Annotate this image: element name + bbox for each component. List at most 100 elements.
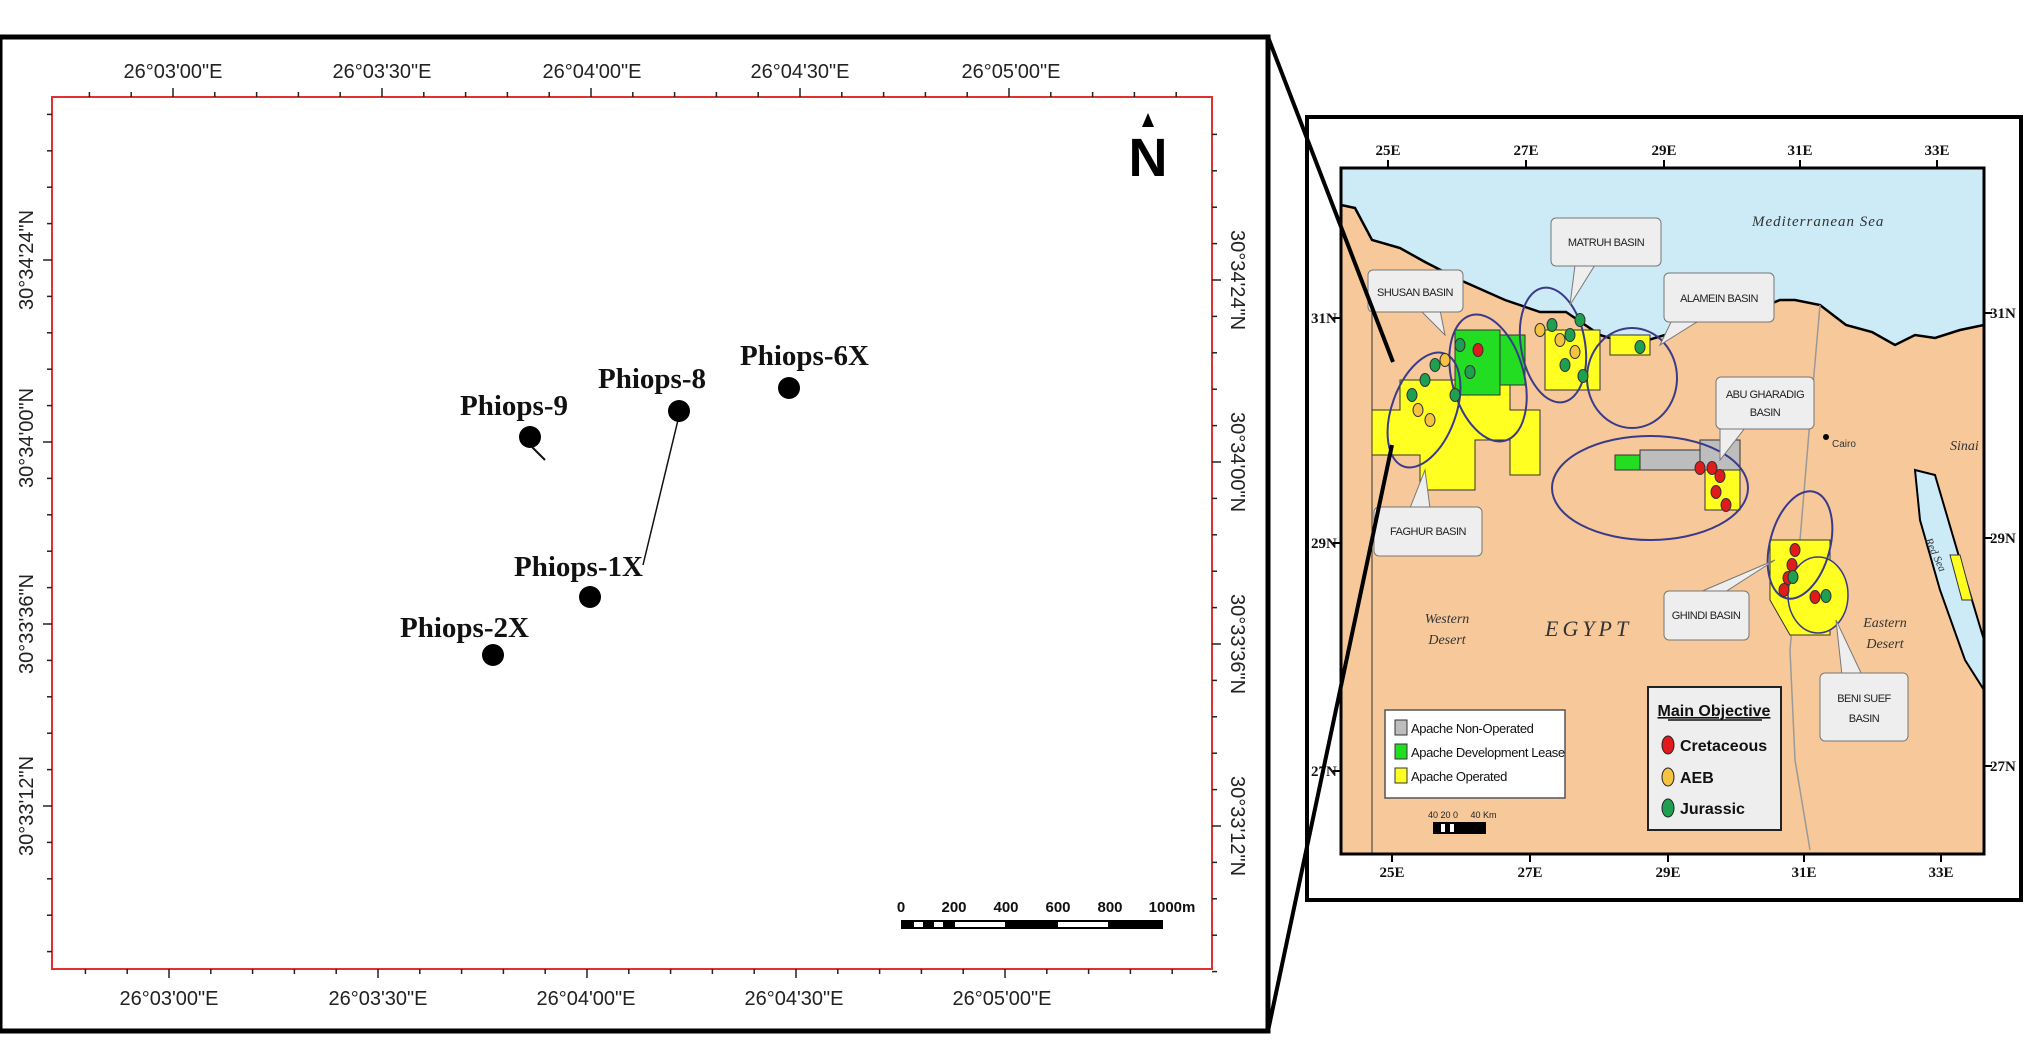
inset-lon-label: 25E [1375,143,1400,159]
inset-well-dot [1569,345,1581,359]
inset-well-dot [1706,461,1718,475]
callout-label: FAGHUR BASIN [1390,526,1466,538]
scale-label: 800 [1097,899,1122,916]
legend-label: Cretaceous [1680,738,1767,755]
inset-well-dot [1454,338,1466,352]
legend-label: AEB [1680,770,1714,787]
legend-swatch [1394,767,1408,784]
well-marker-phiops-1x [579,586,601,608]
region-label: Desert [1865,637,1904,652]
scale-label: 600 [1045,899,1070,916]
inset-lon-label: 33E [1928,865,1953,881]
right-lat-label: 30°34'24"N [1226,230,1248,330]
city-label: Cairo [1832,439,1856,450]
north-arrow-icon: N [1129,113,1168,188]
country-label: EGYPT [1544,616,1632,641]
inset-well-dot [1820,589,1832,603]
inset-well-dot [1778,583,1790,597]
bottom-lon-label: 26°03'30"E [329,988,428,1010]
inset-lon-label: 25E [1379,865,1404,881]
inset-well-dot [1419,373,1431,387]
callout-label: BASIN [1750,407,1781,419]
top-lon-label: 26°03'30"E [333,61,432,83]
legend-label: Apache Non-Operated [1411,721,1534,736]
region-label: Western [1425,612,1470,627]
well-label: Phiops-2X [400,612,529,644]
inset-well-dot [1786,558,1798,572]
inset-lat-label: 29N [1311,536,1337,552]
cairo-marker [1823,434,1829,440]
inset-lat-label: 31N [1990,306,2016,322]
inset-lat-label: 31N [1311,311,1337,327]
inset-well-dot [1809,590,1821,604]
north-arrow-letter: N [1129,128,1168,188]
inset-lat-label: 29N [1990,531,2016,547]
left-lat-label: 30°34'00"N [16,388,38,488]
inset-lon-label: 33E [1924,143,1949,159]
callout-label: ALAMEIN BASIN [1680,293,1758,305]
callout-label: ABU GHARADIG [1726,389,1804,401]
inset-well-dot [1412,403,1424,417]
callout-label: BENI SUEF [1837,693,1891,705]
callout-label: MATRUH BASIN [1568,237,1645,249]
right-lat-label: 30°33'36"N [1226,594,1248,694]
bottom-lon-label: 26°04'30"E [745,988,844,1010]
callout-faghur-basin: FAGHUR BASIN [1373,468,1483,557]
zoom-connector-line [1266,444,1394,1032]
well-label: Phiops-9 [460,390,568,422]
callout-matruh-basin: MATRUH BASIN [1550,217,1662,306]
well-marker-phiops-9 [519,426,541,448]
well-trajectory [642,419,679,566]
inset-well-dot [1720,498,1732,512]
inset-well-dot [1449,388,1461,402]
callout-label: BASIN [1849,713,1880,725]
callout-label: SHUSAN BASIN [1377,287,1453,299]
inset-lon-label: 27E [1517,865,1542,881]
inset-well-dot [1564,328,1576,342]
inset-map-frame [1339,166,1986,856]
scale-label: 40 20 0 40 Km [1428,810,1497,820]
region-label: Eastern [1862,616,1907,631]
inset-well-dots [1406,313,1832,604]
inset-well-dot [1406,388,1418,402]
well-marker-phiops-6x [778,377,800,399]
inset-well-dot [1694,461,1706,475]
legend-label: Jurassic [1680,801,1745,818]
inset-well-dot [1634,340,1646,354]
region-label: Desert [1427,633,1466,648]
left-lat-label: 30°34'24"N [16,210,38,310]
scale-label: 200 [941,899,966,916]
top-lon-label: 26°04'30"E [751,61,850,83]
callout-label: GHINDI BASIN [1672,610,1741,622]
inset-well-dot [1559,358,1571,372]
well-label: Phiops-6X [740,340,869,372]
legend-swatch [1394,719,1408,736]
left-lat-label: 30°33'36"N [16,574,38,674]
callout-shushan-basin: SHUSAN BASIN [1367,269,1464,337]
scale-label: 400 [993,899,1018,916]
inset-well-dot [1534,323,1546,337]
right-lat-label: 30°34'00"N [1226,412,1248,512]
inset-lon-label: 29E [1651,143,1676,159]
main-map: 26°03'00"E 26°03'30"E 26°04'00"E 26°04'3… [0,34,1271,1034]
inset-lon-label: 31E [1791,865,1816,881]
legend-marker [1661,735,1675,755]
right-lat-label: 30°33'12"N [1226,776,1248,876]
inset-lat-label: 27N [1990,759,2016,775]
callout-beni-suef-basin: BENI SUEF BASIN [1819,619,1909,742]
inset-well-dot [1574,313,1586,327]
callout-alamein-basin: ALAMEIN BASIN [1658,272,1775,347]
lease-legend: Apache Non-Operated Apache Development L… [1384,709,1566,799]
inset-well-dot [1710,485,1722,499]
inset-lon-label: 29E [1655,865,1680,881]
graticule-ticks [43,88,1221,978]
top-lon-label: 26°05'00"E [962,61,1061,83]
scale-bar: 0 200 400 600 800 1000m [897,899,1195,929]
sea-label: Mediterranean Sea [1751,214,1884,230]
inset-well-dot [1424,413,1436,427]
legend-marker [1661,767,1675,787]
zoom-connector-line [1266,36,1395,363]
well-marker-phiops-2x [482,644,504,666]
inset-scale-bar: 40 20 0 40 Km [1428,810,1497,834]
